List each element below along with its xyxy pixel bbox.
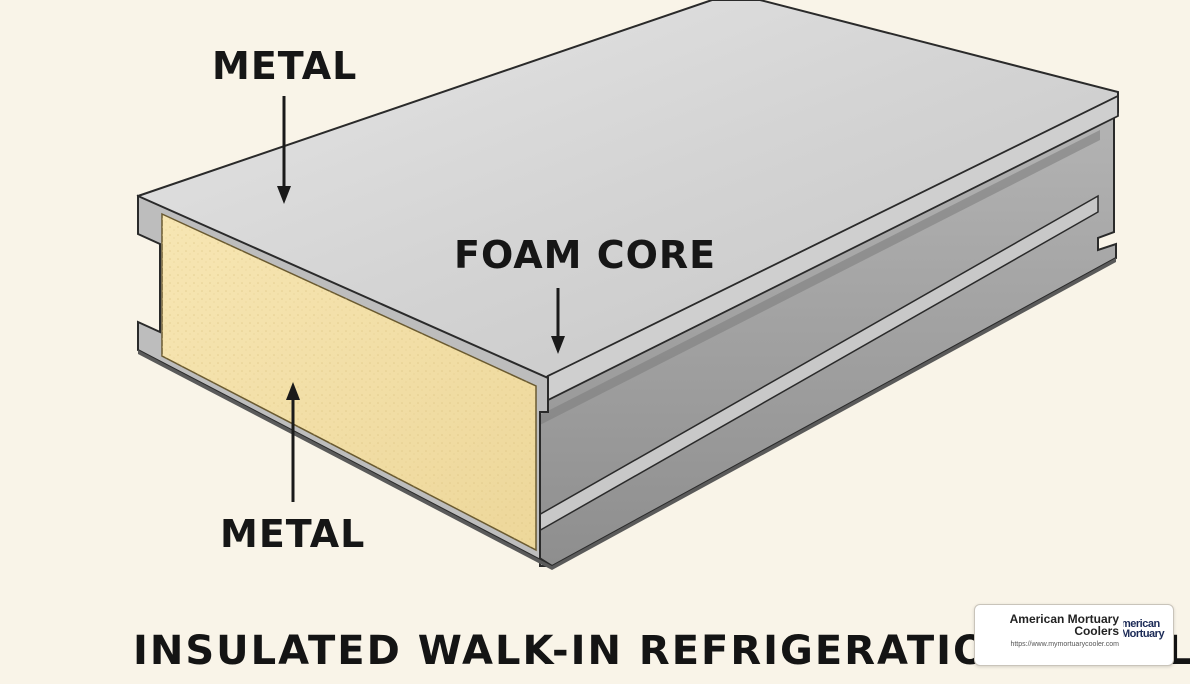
arrow-metal-top [277,96,291,204]
watermark-badge[interactable]: American Mortuary Coolers https://www.my… [974,604,1174,666]
company-logo-icon: merican Mortuary [1123,617,1167,653]
arrow-foam-core [551,288,565,354]
watermark-name: American Mortuary Coolers [1009,612,1119,638]
foam-core-texture [162,214,536,550]
logo-text: merican Mortuary [1123,618,1165,640]
panel-side-groove [530,130,1100,430]
arrow-metal-bottom [286,382,300,502]
label-metal-bottom: METAL [220,512,366,556]
watermark-url: https://www.mymortuarycooler.com [1010,641,1119,648]
label-metal-top: METAL [212,44,358,88]
label-foam-core: FOAM CORE [454,233,717,277]
